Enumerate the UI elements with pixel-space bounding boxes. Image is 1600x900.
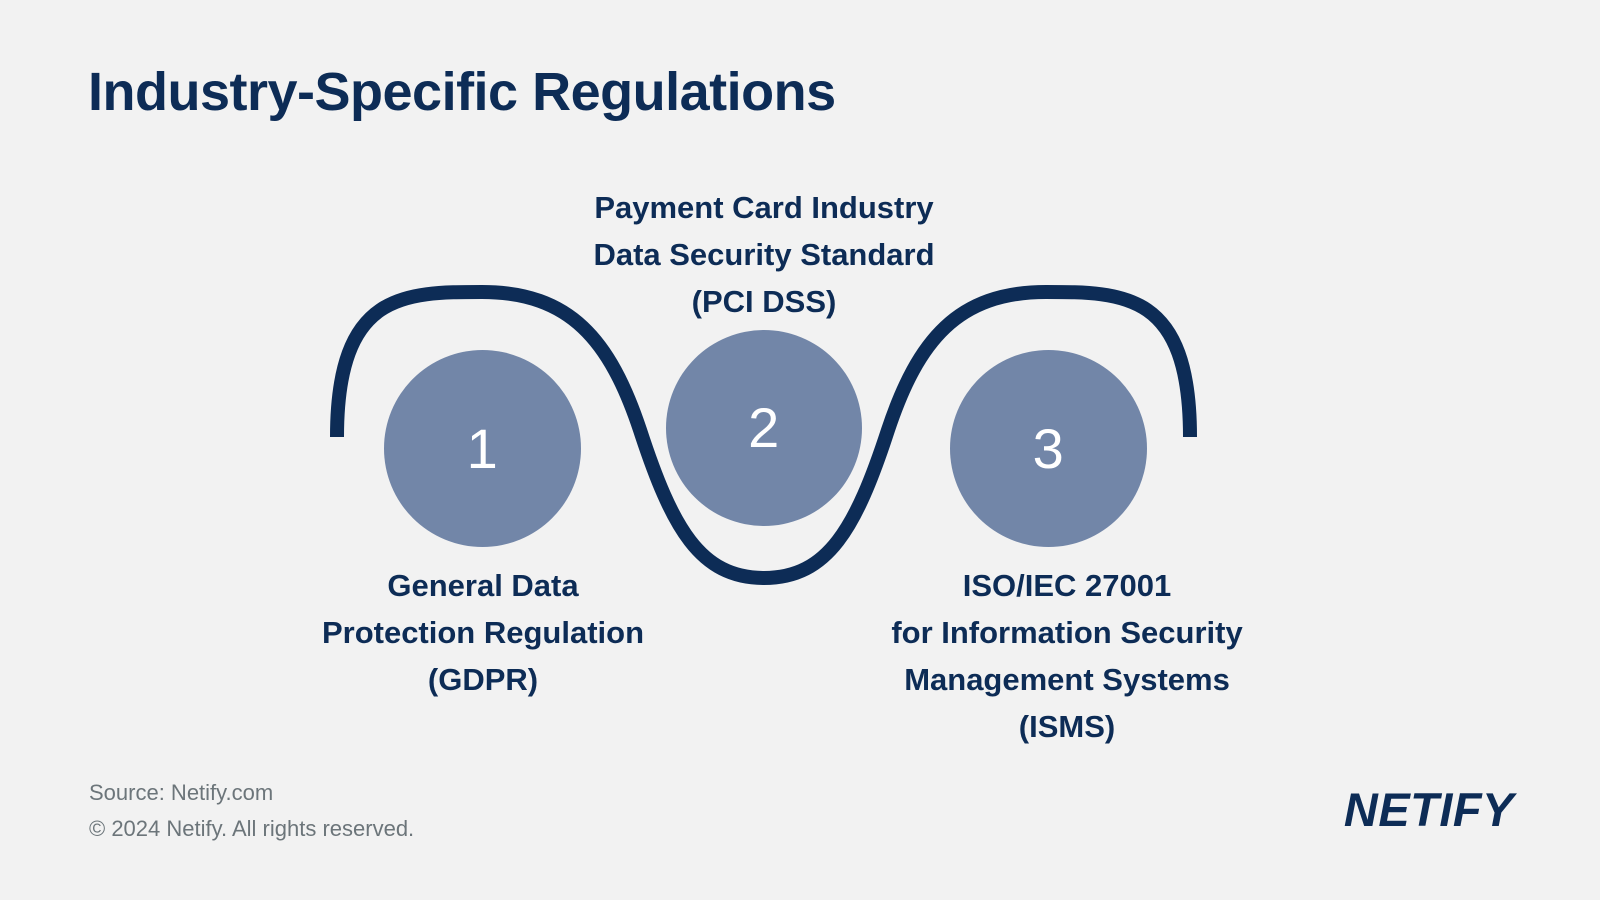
step-caption-3-line-3: Management Systems — [904, 662, 1230, 697]
step-caption-1: General Data Protection Regulation (GDPR… — [293, 562, 673, 703]
step-number-1: 1 — [466, 416, 499, 480]
step-number-2: 2 — [748, 396, 780, 459]
footer-source-text: Source: Netify.com — [89, 780, 274, 805]
step-caption-2: Payment Card Industry Data Security Stan… — [574, 184, 954, 325]
step-caption-2-line-1: Payment Card Industry — [594, 190, 934, 225]
step-caption-2-line-3: (PCI DSS) — [691, 284, 837, 319]
step-node-1[interactable]: 1 — [384, 350, 581, 547]
step-caption-2-line-2: Data Security Standard — [593, 237, 935, 272]
step-caption-3-line-1: ISO/IEC 27001 — [962, 568, 1172, 603]
footer-attribution: Source: Netify.com © 2024 Netify. All ri… — [89, 775, 414, 847]
step-number-3: 3 — [1032, 416, 1065, 480]
step-caption-3-line-2: for Information Security — [891, 615, 1243, 650]
step-caption-1-line-3: (GDPR) — [427, 662, 539, 697]
netify-logo: NETIFY — [1343, 783, 1514, 836]
step-node-3[interactable]: 3 — [950, 350, 1147, 547]
step-caption-1-line-1: General Data — [387, 568, 579, 603]
step-caption-1-line-2: Protection Regulation — [321, 615, 645, 650]
footer-copyright-text: © 2024 Netify. All rights reserved. — [89, 816, 415, 841]
step-caption-3: ISO/IEC 27001 for Information Security M… — [866, 562, 1268, 750]
step-caption-3-line-4: (ISMS) — [1018, 709, 1116, 744]
step-node-2[interactable]: 2 — [666, 330, 862, 526]
page-title: Industry-Specific Regulations — [88, 62, 836, 122]
